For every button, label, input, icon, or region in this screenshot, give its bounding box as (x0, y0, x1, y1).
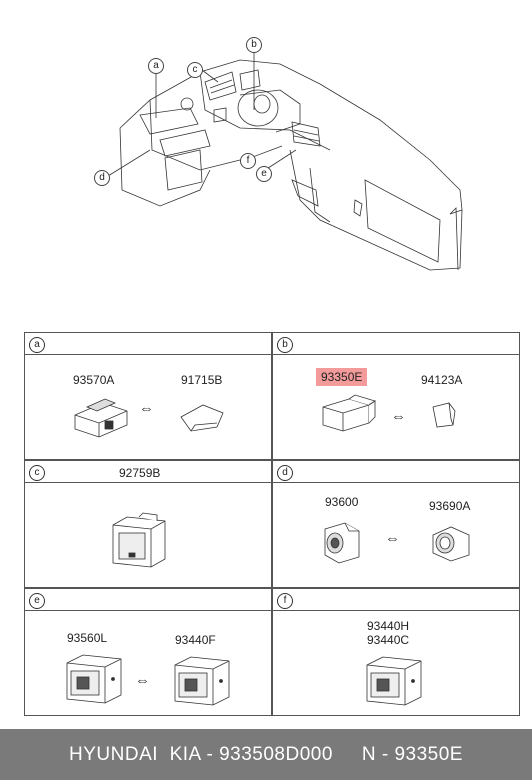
section-header: a (25, 333, 271, 355)
section-header: b (273, 333, 519, 355)
section-header: e (25, 589, 271, 611)
dashboard-drawing (107, 52, 463, 271)
part-number[interactable]: 93690A (429, 499, 471, 513)
callout-d: d (94, 170, 110, 186)
section-letter: b (277, 337, 293, 353)
switch-body-icon (322, 394, 376, 432)
part-info-footer: HYUNDAI KIA - 933508D000 N - 93350E (0, 729, 532, 780)
part-number[interactable]: 93440C (367, 633, 410, 647)
section-e: e 93560L 93440F ⇔ (24, 588, 272, 716)
double-arrow-icon: ⇔ (385, 530, 400, 547)
switch-assembly-icon (74, 398, 128, 438)
callout-e: e (256, 166, 272, 182)
section-f: f 93440H 93440C (272, 588, 520, 716)
cover-blank-icon (432, 402, 456, 428)
heater-switch-icon (174, 656, 230, 706)
section-letter: a (29, 337, 45, 353)
alt-label: N (361, 744, 377, 765)
part-number[interactable]: 93440H (367, 619, 410, 633)
part-number[interactable]: 93560L (67, 631, 108, 645)
section-c: c 92759B (24, 460, 272, 588)
part-number[interactable]: 93570A (73, 373, 115, 387)
double-arrow-icon: ⇔ (135, 672, 150, 689)
switch-housing-icon (112, 512, 166, 568)
section-b: b 93350E 94123A ⇔ (272, 332, 520, 460)
section-header: d (273, 461, 519, 483)
part-number[interactable]: 92759B (119, 466, 161, 480)
section-letter: e (29, 593, 45, 609)
callout-a: a (148, 58, 164, 74)
parts-grid: a 93570A 91715B ⇔ b 93350E 94123A ⇔ (24, 332, 520, 716)
lighter-ring-icon (432, 526, 470, 562)
section-letter: f (277, 593, 293, 609)
dashboard-overview-diagram: a b c d e f (0, 0, 532, 320)
alt-part-number[interactable]: 93350E (394, 744, 463, 765)
lighter-socket-icon (324, 522, 360, 564)
section-d: d 93600 93690A ⇔ (272, 460, 520, 588)
double-arrow-icon: ⇔ (139, 400, 154, 417)
brand-label: HYUNDAI KIA (69, 744, 201, 765)
part-number-highlighted[interactable]: 93350E (316, 368, 368, 386)
callout-c: c (187, 62, 203, 78)
part-number[interactable]: 93600 (325, 495, 359, 509)
section-letter: c (29, 465, 45, 481)
heater-switch-icon (366, 656, 422, 706)
part-number[interactable]: 93440F (175, 633, 216, 647)
section-header: f (273, 589, 519, 611)
section-header: c (25, 461, 271, 483)
double-arrow-icon: ⇔ (391, 408, 406, 425)
part-number[interactable]: 91715B (181, 373, 223, 387)
section-letter: d (277, 465, 293, 481)
callout-f: f (240, 153, 256, 169)
callout-b: b (246, 37, 262, 53)
cover-blank-icon (180, 404, 224, 432)
section-a: a 93570A 91715B ⇔ (24, 332, 272, 460)
oem-number[interactable]: 933508D000 (219, 744, 333, 765)
heater-switch-icon (66, 654, 122, 704)
part-number[interactable]: 94123A (421, 373, 463, 387)
